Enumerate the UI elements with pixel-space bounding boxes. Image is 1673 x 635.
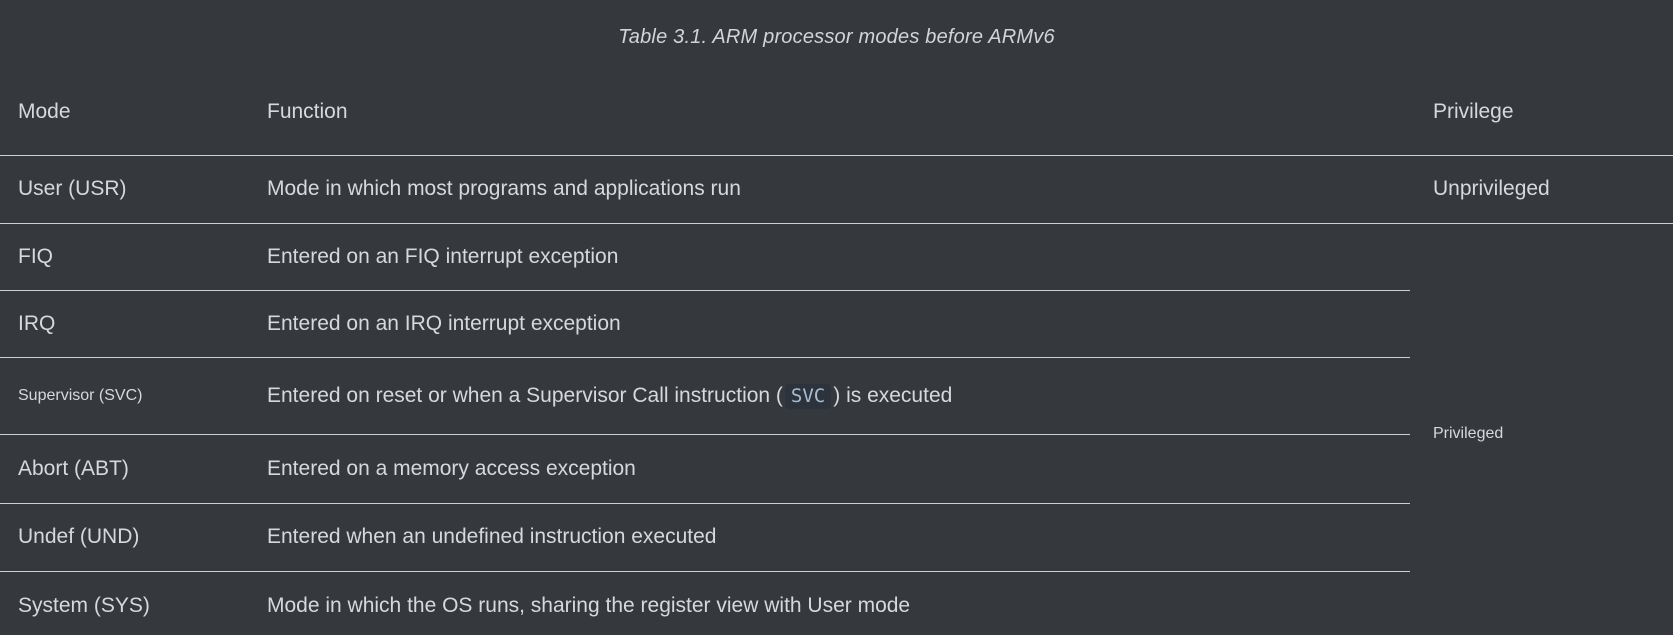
mode-cell-user: User (USR) <box>0 155 249 224</box>
table-caption: Table 3.1. ARM processor modes before AR… <box>618 26 1055 48</box>
mode-cell-system: System (SYS) <box>18 594 150 618</box>
mode-cell-fiq: FIQ <box>0 223 249 291</box>
function-cell-abort: Entered on a memory access exception <box>249 434 1410 504</box>
privilege-cell-privileged: Privileged <box>1410 223 1673 635</box>
column-header-privilege: Privilege <box>1410 70 1673 156</box>
privilege-cell-unprivileged: Unprivileged <box>1410 155 1673 224</box>
table-row-supervisor: Supervisor (SVC) Entered on reset or whe… <box>0 357 1673 435</box>
table-row-abort: Abort (ABT) Entered on a memory access e… <box>0 434 1673 504</box>
privileged-label: Privileged <box>1433 425 1504 443</box>
function-cell-irq: Entered on an IRQ interrupt exception <box>249 290 1410 358</box>
table-row-irq: IRQ Entered on an IRQ interrupt exceptio… <box>0 290 1673 358</box>
table-row-undef: Undef (UND) Entered when an undefined in… <box>0 503 1673 572</box>
table-row-user: User (USR) Mode in which most programs a… <box>0 155 1673 224</box>
function-cell-system: Mode in which the OS runs, sharing the r… <box>267 594 911 618</box>
function-cell-user: Mode in which most programs and applicat… <box>249 155 1410 224</box>
svc-inline-code: SVC <box>784 383 832 409</box>
mode-cell-supervisor: Supervisor (SVC) <box>0 357 249 435</box>
column-header-mode: Mode <box>0 70 249 156</box>
table-header-row: Mode Function Privilege <box>0 70 1673 156</box>
table-row-system: System (SYS) Mode in which the OS runs, … <box>0 571 1673 635</box>
mode-cell-undef: Undef (UND) <box>0 503 249 572</box>
column-header-function: Function <box>249 70 1410 156</box>
function-text-after-code: ) is executed <box>833 383 953 407</box>
mode-cell-irq: IRQ <box>0 290 249 358</box>
function-cell-supervisor: Entered on reset or when a Supervisor Ca… <box>249 357 1410 435</box>
function-text-before-code: Entered on reset or when a Supervisor Ca… <box>267 383 783 407</box>
function-cell-undef: Entered when an undefined instruction ex… <box>249 503 1410 572</box>
arm-processor-modes-table: Mode Function Privilege User (USR) Mode … <box>0 70 1673 635</box>
function-cell-fiq: Entered on an FIQ interrupt exception <box>249 223 1410 291</box>
table-row-fiq: FIQ Entered on an FIQ interrupt exceptio… <box>0 223 1673 442</box>
mode-cell-abort: Abort (ABT) <box>0 434 249 504</box>
